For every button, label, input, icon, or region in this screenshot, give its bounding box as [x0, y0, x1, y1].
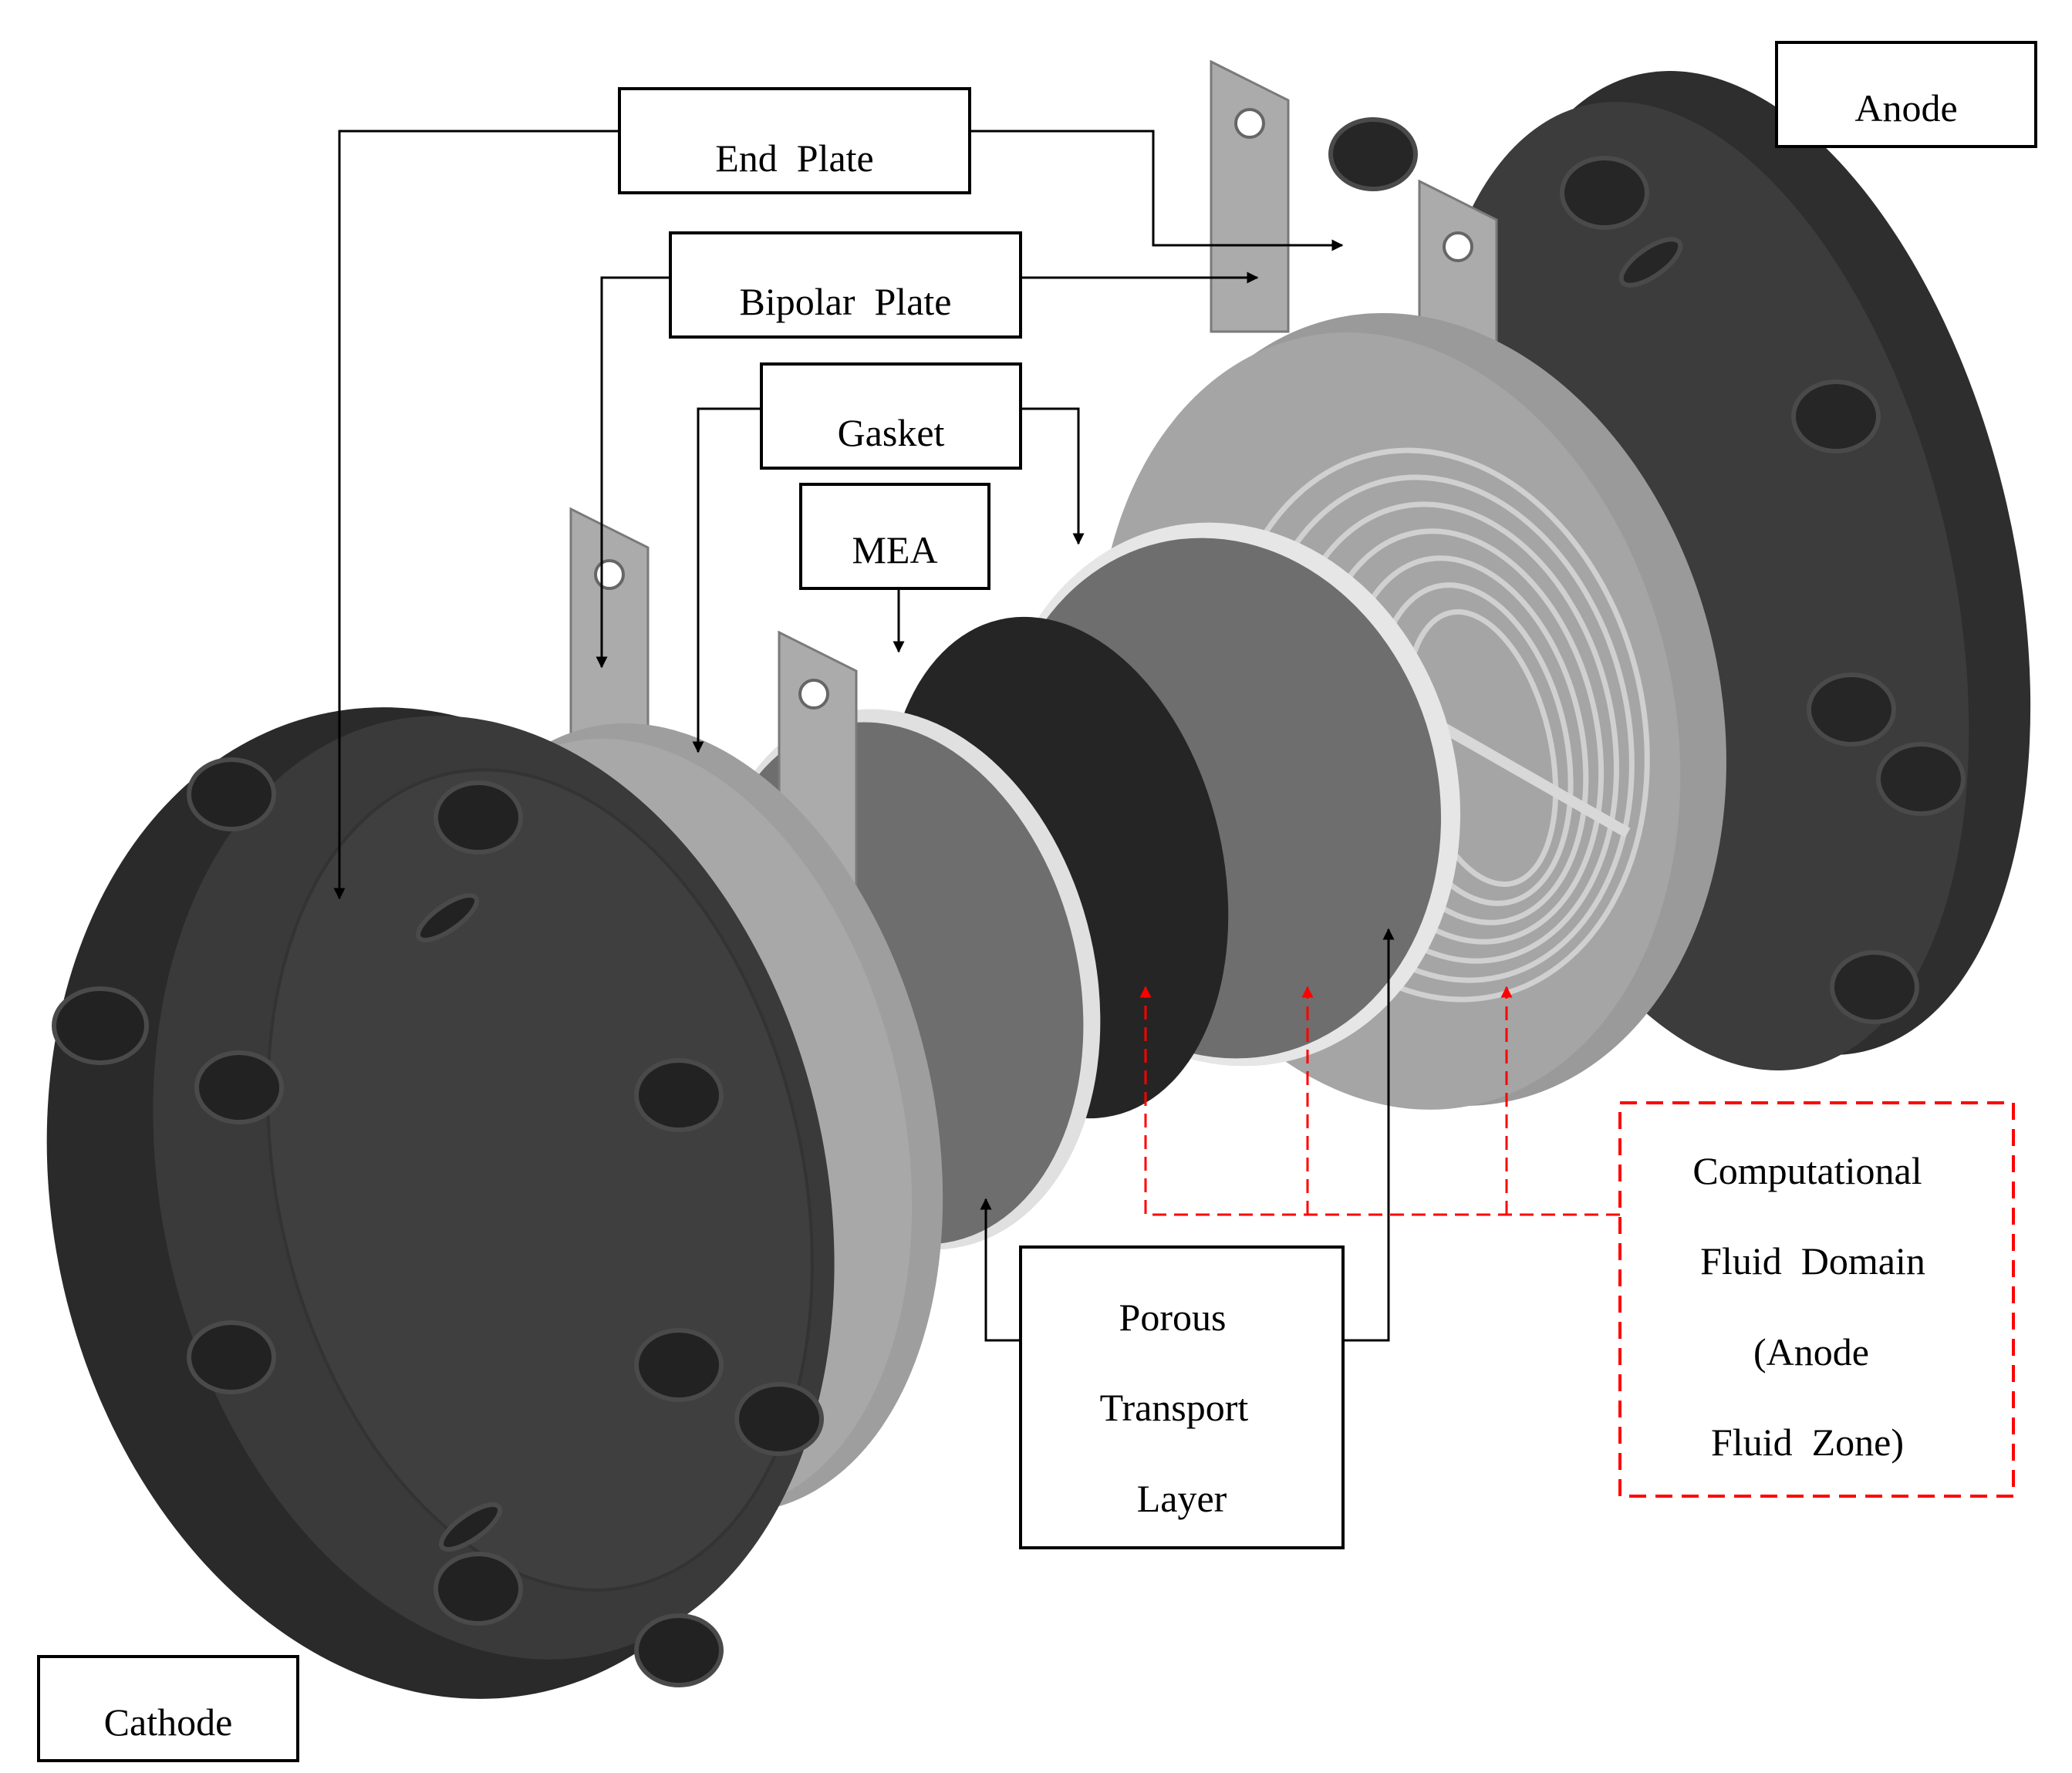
bipolar-plate-arrow-left	[596, 276, 670, 669]
svg-text:Porous: Porous	[1119, 1296, 1227, 1339]
fluid-domain-arrows	[1139, 986, 1620, 1216]
svg-text:End Plate: End Plate	[715, 137, 874, 180]
svg-text:Bipolar Plate: Bipolar Plate	[740, 280, 952, 323]
cathode-bolt-holes	[52, 757, 824, 1687]
anode-bipolar-tab-left	[1210, 59, 1290, 333]
svg-text:(Anode: (Anode	[1753, 1330, 1869, 1374]
tab-hole-icon	[594, 559, 625, 590]
svg-text:Fluid Zone): Fluid Zone)	[1711, 1421, 1904, 1464]
tab-hole-icon	[1234, 108, 1265, 139]
end-plate-arrow-right	[970, 130, 1344, 251]
label-computational-fluid-domain: Computational Fluid Domain (Anode Fluid …	[1618, 1101, 2015, 1498]
svg-text:Transport: Transport	[1100, 1386, 1249, 1429]
tab-hole-icon	[1443, 231, 1473, 262]
end-plate-arrow-left	[333, 130, 619, 900]
ptl-arrow-left	[980, 1198, 1021, 1342]
label-porous-transport-layer: Porous Transport Layer	[1019, 1245, 1345, 1549]
svg-text:MEA: MEA	[852, 528, 937, 571]
callout-arrows	[333, 130, 1395, 1342]
label-end-plate: End Plate	[618, 87, 971, 194]
label-anode: Anode	[1775, 41, 2037, 148]
label-gasket: Gasket	[760, 362, 1022, 470]
svg-text:Computational: Computational	[1692, 1149, 1922, 1192]
cathode-end-plate	[46, 707, 835, 1699]
fluid-domain-line	[1139, 986, 1620, 1216]
label-bipolar-plate: Bipolar Plate	[669, 231, 1022, 339]
svg-text:Anode: Anode	[1854, 86, 1957, 130]
label-cathode: Cathode	[37, 1655, 299, 1762]
anode-bolt-holes	[1328, 117, 1966, 1024]
gasket-arrow-right	[1021, 407, 1085, 545]
svg-text:Gasket: Gasket	[838, 411, 945, 454]
tab-hole-icon	[798, 679, 829, 710]
svg-text:Layer: Layer	[1137, 1477, 1227, 1520]
svg-text:Fluid Domain: Fluid Domain	[1700, 1239, 1925, 1283]
gasket-arrow-left	[692, 407, 761, 753]
ptl-arrow-right	[1343, 928, 1395, 1342]
label-mea: MEA	[799, 483, 990, 590]
svg-text:Cathode: Cathode	[104, 1701, 233, 1744]
